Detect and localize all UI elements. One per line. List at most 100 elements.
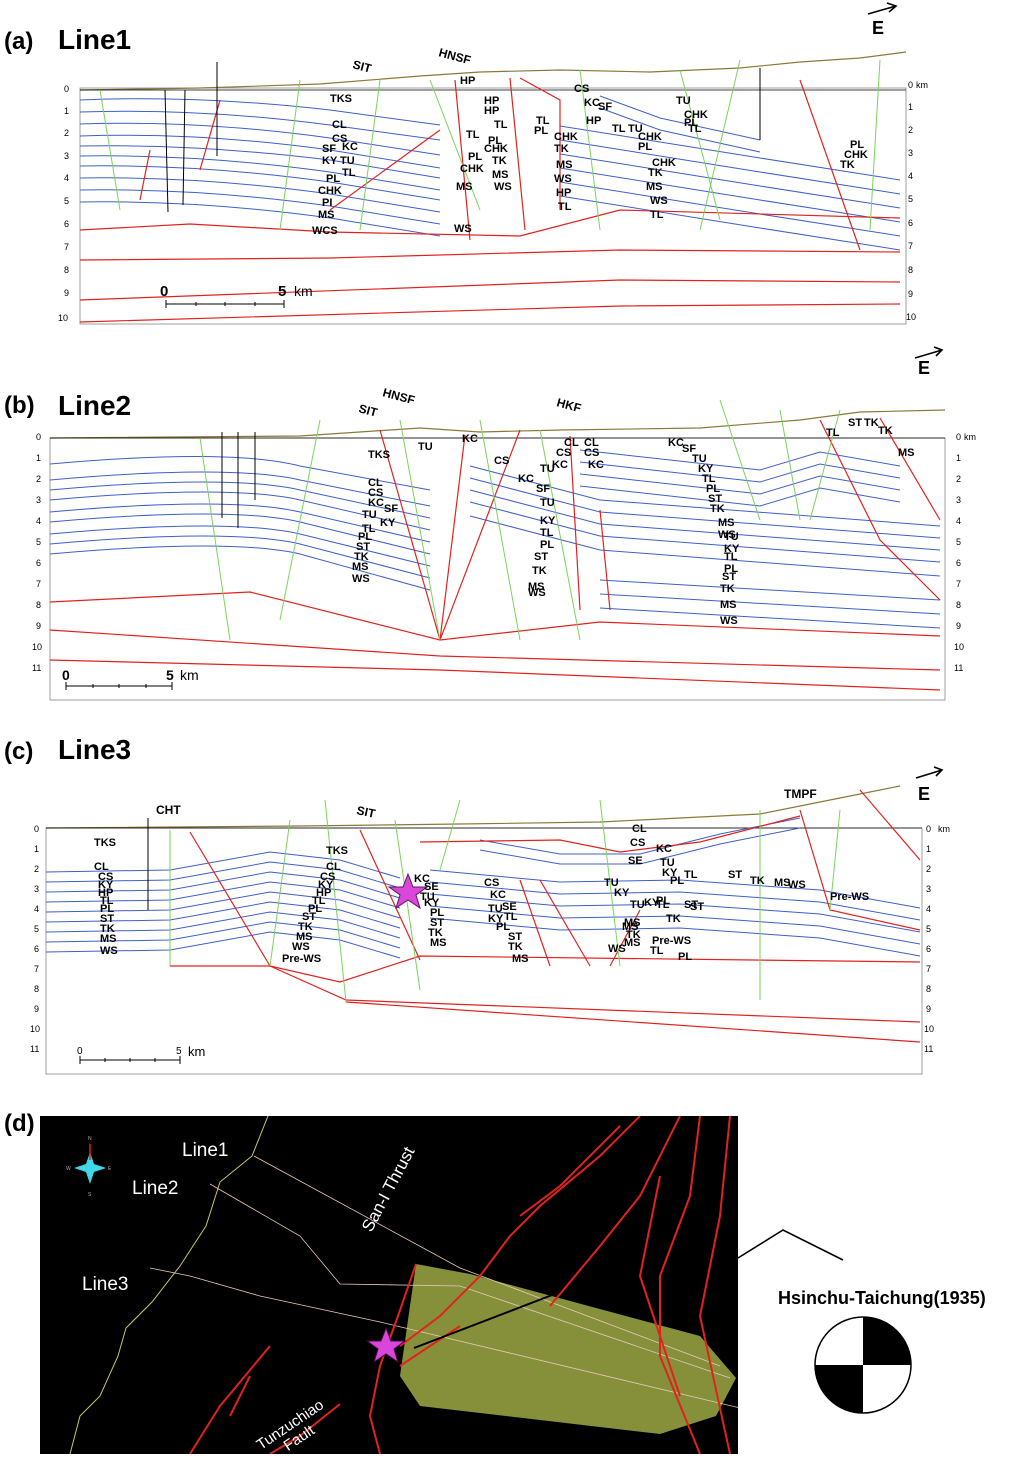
depth-axis-right: 0 km 1 2 3 4 5 6 7 8 9 10 11 bbox=[954, 432, 976, 673]
epicenter-star bbox=[387, 872, 429, 910]
frame bbox=[79, 87, 907, 325]
svg-text:7: 7 bbox=[908, 241, 913, 251]
svg-text:6: 6 bbox=[64, 219, 69, 229]
formation-label: PI bbox=[322, 197, 332, 209]
svg-text:0: 0 bbox=[926, 824, 931, 834]
formation-label: ST bbox=[722, 571, 736, 583]
orientation-arrow: E bbox=[915, 766, 944, 804]
svg-text:5: 5 bbox=[34, 924, 39, 934]
formation-label: PL bbox=[468, 151, 482, 163]
formation-label: HP bbox=[556, 187, 571, 199]
formation-label: KY bbox=[380, 517, 396, 529]
formation-label: CL bbox=[564, 437, 579, 449]
svg-text:9: 9 bbox=[926, 1004, 931, 1014]
study-area bbox=[400, 1264, 736, 1434]
formation-label: MS bbox=[318, 209, 335, 221]
svg-text:0: 0 bbox=[34, 824, 39, 834]
formation-label: KY bbox=[644, 897, 660, 909]
orientation-arrow: E bbox=[914, 346, 944, 378]
svg-text:11: 11 bbox=[954, 663, 963, 673]
formation-label: CS bbox=[320, 871, 335, 883]
formation-label: ST bbox=[708, 493, 722, 505]
panel-label: (b) bbox=[4, 392, 35, 419]
formation-label: TK bbox=[710, 503, 725, 515]
formation-label: TK bbox=[750, 875, 765, 887]
svg-text:3: 3 bbox=[34, 884, 39, 894]
svg-text:km: km bbox=[180, 667, 199, 683]
orientation-arrow: E bbox=[867, 2, 898, 38]
panel-label: (a) bbox=[4, 28, 34, 55]
fault-labels: SIT HNSF HKF bbox=[357, 385, 582, 420]
depth-axis-left: 0 1 2 3 4 5 6 7 8 9 10 11 bbox=[30, 824, 40, 1054]
formation-label: TU bbox=[628, 123, 643, 135]
formation-label: WS bbox=[454, 223, 472, 235]
formation-label: SE bbox=[424, 881, 439, 893]
formation-label: MS bbox=[492, 169, 509, 181]
panel-title: Line2 bbox=[58, 390, 132, 421]
formation-label: CS bbox=[368, 487, 383, 499]
formation-label: TL bbox=[312, 895, 326, 907]
svg-text:km: km bbox=[294, 283, 313, 299]
svg-text:3: 3 bbox=[36, 495, 41, 505]
formation-label: MS bbox=[718, 517, 735, 529]
formation-label: TK bbox=[840, 159, 855, 171]
svg-text:7: 7 bbox=[956, 579, 961, 589]
formation-label: WS bbox=[718, 529, 736, 541]
fault-traces bbox=[189, 1116, 731, 1454]
svg-text:1: 1 bbox=[34, 844, 39, 854]
svg-text:10: 10 bbox=[32, 642, 42, 652]
formation-label: PL bbox=[724, 563, 738, 575]
formation-label: TL bbox=[536, 115, 550, 127]
svg-text:4: 4 bbox=[908, 171, 913, 181]
formation-label: TU bbox=[724, 531, 739, 543]
svg-text:4: 4 bbox=[34, 904, 39, 914]
svg-text:6: 6 bbox=[34, 944, 39, 954]
svg-text:10: 10 bbox=[954, 642, 964, 652]
svg-text:11: 11 bbox=[32, 663, 41, 673]
formation-label: SE bbox=[628, 855, 643, 867]
formation-label: SF bbox=[322, 143, 336, 155]
svg-text:1: 1 bbox=[908, 102, 913, 112]
formation-label: SE bbox=[502, 901, 517, 913]
map-drawing: N E S W bbox=[66, 1116, 738, 1454]
svg-text:7: 7 bbox=[64, 242, 69, 252]
formation-label: KY bbox=[424, 897, 440, 909]
formation-label: MS bbox=[296, 931, 313, 943]
formation-label: PL bbox=[656, 895, 670, 907]
formation-label: TU bbox=[604, 877, 619, 889]
scale-bar: 0 5 km bbox=[77, 1044, 205, 1064]
faults bbox=[79, 77, 901, 323]
formation-label: KC bbox=[552, 459, 568, 471]
panel-a: (a) Line1 bbox=[0, 0, 1033, 330]
formation-label: TL bbox=[494, 119, 508, 131]
formation-label: TK bbox=[508, 941, 523, 953]
formation-label: PL bbox=[534, 125, 548, 137]
svg-text:7: 7 bbox=[34, 964, 39, 974]
formation-label: KY bbox=[488, 913, 504, 925]
svg-text:km: km bbox=[188, 1044, 205, 1059]
formation-label: PL bbox=[358, 531, 372, 543]
formation-label: TL bbox=[684, 869, 698, 881]
svg-text:2: 2 bbox=[908, 125, 913, 135]
compass-rose: N E S W bbox=[66, 1136, 112, 1198]
formation-label: MS bbox=[774, 877, 791, 889]
formation-label: CS bbox=[98, 871, 113, 883]
formation-label: TL bbox=[558, 201, 572, 213]
formation-label: ST bbox=[684, 899, 698, 911]
formation-label: KY bbox=[98, 879, 114, 891]
formation-label: TL bbox=[656, 899, 670, 911]
formation-label: PL bbox=[850, 139, 864, 151]
svg-text:9: 9 bbox=[36, 621, 41, 631]
formation-label: HP bbox=[586, 115, 601, 127]
formation-label: TU bbox=[660, 857, 675, 869]
svg-text:E: E bbox=[872, 18, 884, 38]
formation-label: MS bbox=[624, 917, 641, 929]
formation-label: MS bbox=[352, 561, 369, 573]
formation-label: CS bbox=[494, 455, 509, 467]
svg-text:8: 8 bbox=[908, 265, 913, 275]
formation-label: PL bbox=[684, 117, 698, 129]
depth-axis-right: 0 km 1 2 3 4 5 6 7 8 9 10 bbox=[906, 80, 928, 322]
svg-text:3: 3 bbox=[926, 884, 931, 894]
formation-label: TU bbox=[420, 891, 435, 903]
